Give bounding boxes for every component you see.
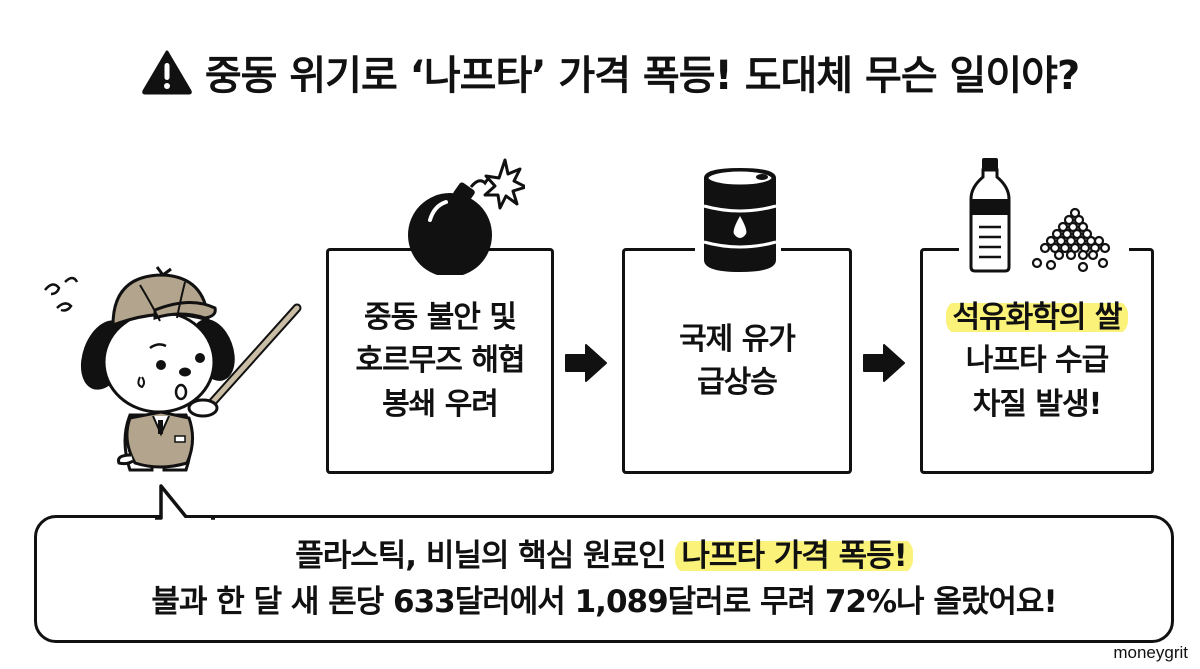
- page-title: 중동 위기로 ‘나프타’ 가격 폭등! 도대체 무슨 일이야?: [60, 40, 1160, 104]
- flow-step-2-box: 국제 유가 급상승: [622, 245, 852, 474]
- bubble-line-2: 불과 한 달 새 톤당 633달러에서 1,089달러로 무려 72%나 올랐어…: [151, 584, 1057, 620]
- flow-step-1-box: 중동 불안 및 호르무즈 해협 봉쇄 우려: [326, 245, 554, 474]
- step-1-line-2: 호르무즈 해협: [355, 343, 525, 379]
- warning-triangle-icon: [142, 50, 192, 95]
- speech-bubble-tail: [155, 484, 215, 520]
- step-3-line-2: 차질 발생!: [972, 386, 1103, 422]
- bubble-line-1: 플라스틱, 비닐의 핵심 원료인 나프타 가격 폭등!: [295, 533, 913, 580]
- step-2-line-1: 국제 유가: [679, 321, 796, 357]
- step-2-line-2: 급상승: [697, 365, 778, 400]
- step-1-line-3: 봉쇄 우려: [382, 386, 499, 422]
- speech-bubble: 플라스틱, 비닐의 핵심 원료인 나프타 가격 폭등! 불과 한 달 새 톤당 …: [34, 515, 1174, 643]
- title-text: 중동 위기로 ‘나프타’ 가격 폭등! 도대체 무슨 일이야?: [204, 53, 1080, 99]
- step-3-line-1: 나프타 수급: [965, 343, 1109, 379]
- bubble-line-1-text: 플라스틱, 비닐의 핵심 원료인: [295, 537, 676, 574]
- flow-step-3-box: 석유화학의 쌀 나프타 수급 차질 발생!: [920, 245, 1154, 474]
- right-arrow-icon: [565, 344, 607, 382]
- step-1-line-1: 중동 불안 및: [364, 299, 517, 335]
- dog-mascot-icon: [44, 266, 302, 472]
- step-3-highlight: 석유화학의 쌀: [946, 299, 1128, 335]
- flow-step-1-text: 중동 불안 및 호르무즈 해협 봉쇄 우려: [355, 296, 525, 427]
- right-arrow-icon: [863, 344, 905, 382]
- oil-barrel-icon: [703, 168, 777, 272]
- flow-step-3-text: 석유화학의 쌀 나프타 수급 차질 발생!: [946, 296, 1128, 427]
- flow-step-2-text: 국제 유가 급상승: [679, 318, 796, 405]
- bomb-icon: [408, 158, 525, 275]
- plastic-pellets-icon: [1031, 207, 1111, 273]
- plastic-bottle-icon: [969, 158, 1011, 273]
- bubble-highlight: 나프타 가격 폭등!: [675, 537, 913, 574]
- watermark: moneygrit: [1109, 643, 1192, 663]
